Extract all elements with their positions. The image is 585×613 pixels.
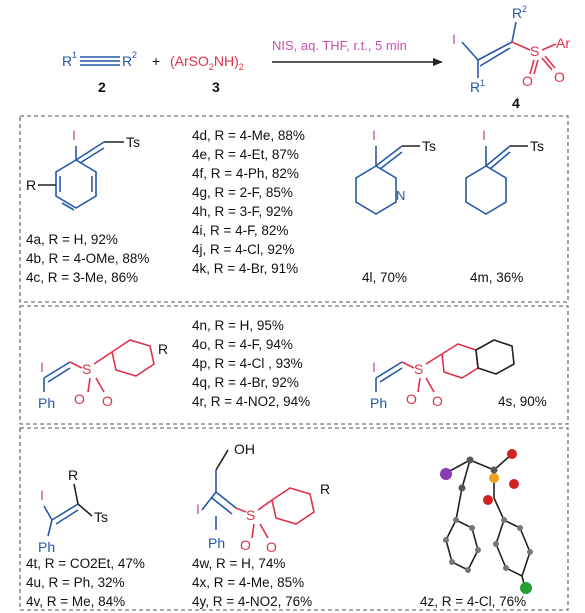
svg-text:4r, R = 4-NO2, 94%: 4r, R = 4-NO2, 94% (192, 394, 310, 409)
plus-sign: + (152, 53, 160, 69)
alkyne-r1-sup: 1 (72, 50, 77, 60)
list-4d-4k: 4d, R = 4-Me, 88% 4e, R = 4-Et, 87% 4f, … (192, 128, 305, 276)
structure-4m: I Ts 4m, 36% (465, 127, 544, 285)
product-iodine: I (452, 31, 456, 47)
svg-text:Ts: Ts (422, 138, 436, 154)
svg-text:I: I (40, 359, 44, 375)
svg-text:S: S (246, 507, 255, 523)
svg-text:R: R (26, 177, 36, 193)
svg-text:4u, R = Ph, 32%: 4u, R = Ph, 32% (26, 575, 125, 590)
iodine-atom (440, 468, 452, 480)
svg-text:4i, R = 4-F, 82%: 4i, R = 4-F, 82% (192, 223, 288, 238)
svg-text:4j, R = 4-Cl, 92%: 4j, R = 4-Cl, 92% (192, 242, 294, 257)
svg-text:S: S (414, 361, 423, 377)
svg-text:Ts: Ts (530, 138, 544, 154)
svg-text:4p, R = 4-Cl , 93%: 4p, R = 4-Cl , 93% (192, 356, 303, 371)
alkyne-r2-sup: 2 (132, 50, 137, 60)
structure-4n-r: I Ph S O O R (38, 339, 168, 411)
svg-text:S: S (82, 361, 91, 377)
list-4a-4c: 4a, R = H, 92% 4b, R = 4-OMe, 88% 4c, R … (26, 232, 149, 285)
svg-text:Ph: Ph (38, 539, 55, 555)
svg-text:4y, R = 4-NO2, 76%: 4y, R = 4-NO2, 76% (192, 594, 312, 609)
svg-text:4q, R = 4-Br, 92%: 4q, R = 4-Br, 92% (192, 375, 299, 390)
svg-text:I: I (372, 359, 376, 375)
product-label: 4 (512, 95, 520, 111)
svg-text:4k, R = 4-Br, 91%: 4k, R = 4-Br, 91% (192, 261, 298, 276)
svg-text:4x, R = 4-Me, 85%: 4x, R = 4-Me, 85% (192, 575, 304, 590)
label-4z: 4z, R = 4-Cl, 76% (420, 594, 526, 609)
svg-text:Ts: Ts (94, 509, 108, 525)
reaction-equation: R 1 R 2 2 + (ArSO2NH)2 3 NIS, aq. THF, r… (62, 4, 570, 111)
svg-text:O: O (406, 391, 417, 407)
box-sulfonyl-variation (19, 305, 569, 425)
structure-4s: I Ph S O O 4s, 90% (370, 339, 547, 411)
ts-label: Ts (126, 134, 140, 150)
svg-text:I: I (372, 127, 376, 143)
svg-text:4f, R = 4-Ph, 82%: 4f, R = 4-Ph, 82% (192, 166, 299, 181)
svg-text:OH: OH (234, 441, 255, 457)
product-r1: R (470, 79, 480, 95)
svg-text:O: O (102, 393, 113, 409)
svg-text:4g, R = 2-F, 85%: 4g, R = 2-F, 85% (192, 185, 293, 200)
alkyne-label: 2 (98, 79, 106, 95)
svg-text:4o, R = 4-F, 94%: 4o, R = 4-F, 94% (192, 337, 293, 352)
box-aryl-alkynes (19, 115, 569, 303)
svg-text:4w, R = H, 74%: 4w, R = H, 74% (192, 556, 285, 571)
svg-text:R: R (320, 481, 330, 497)
product-sulfur: S (530, 43, 539, 59)
svg-text:R: R (68, 467, 78, 483)
svg-text:4d, R = 4-Me, 88%: 4d, R = 4-Me, 88% (192, 128, 305, 143)
reaction-conditions: NIS, aq. THF, r.t., 5 min (272, 38, 407, 53)
structure-4l: I Ts N 4l, 70% (355, 127, 436, 285)
svg-text:O: O (432, 393, 443, 409)
product-ar: Ar (556, 35, 570, 51)
label-4s: 4s, 90% (498, 394, 547, 409)
svg-text:4h, R = 3-F, 92%: 4h, R = 3-F, 92% (192, 204, 293, 219)
svg-text:4v, R = Me, 84%: 4v, R = Me, 84% (26, 594, 125, 609)
alkyne-r1: R (62, 53, 72, 69)
svg-text:O: O (74, 391, 85, 407)
svg-text:O: O (266, 539, 277, 555)
svg-text:4t, R = CO2Et, 47%: 4t, R = CO2Et, 47% (26, 556, 145, 571)
structure-4t-v: I R Ts Ph (38, 467, 108, 555)
structure-4a-c: I Ts R (26, 127, 140, 211)
chlorine-atom (520, 582, 532, 594)
svg-text:N: N (396, 188, 405, 203)
svg-text:O: O (554, 69, 565, 85)
label-4l: 4l, 70% (362, 270, 407, 285)
list-4w-4y: 4w, R = H, 74% 4x, R = 4-Me, 85% 4y, R =… (192, 556, 312, 609)
svg-text:I: I (72, 127, 76, 143)
svg-text:Ph: Ph (38, 395, 55, 411)
svg-text:4b, R = 4-OMe, 88%: 4b, R = 4-OMe, 88% (26, 251, 149, 266)
svg-text:1: 1 (480, 78, 485, 88)
svg-text:O: O (522, 73, 533, 89)
alkyne-r2: R (122, 53, 132, 69)
svg-text:I: I (482, 127, 486, 143)
svg-text:4c, R = 3-Me, 86%: 4c, R = 3-Me, 86% (26, 270, 138, 285)
crystal-structure-4z: 4z, R = 4-Cl, 76% (420, 449, 533, 609)
svg-text:2: 2 (522, 4, 527, 14)
label-4m: 4m, 36% (470, 270, 523, 285)
list-4t-4v: 4t, R = CO2Et, 47% 4u, R = Ph, 32% 4v, R… (26, 556, 145, 609)
svg-text:O: O (240, 537, 251, 553)
svg-text:4n, R = H, 95%: 4n, R = H, 95% (192, 318, 284, 333)
structure-4w-y: OH I Ph S O O R (196, 441, 330, 555)
list-4n-4r: 4n, R = H, 95% 4o, R = 4-F, 94% 4p, R = … (192, 318, 310, 409)
product-r2: R (512, 5, 522, 21)
svg-text:Ph: Ph (370, 395, 387, 411)
sulfur-atom (489, 473, 499, 483)
sulfonamide-formula: (ArSO2NH)2 (170, 53, 244, 72)
svg-text:I: I (40, 487, 44, 503)
svg-text:R: R (158, 341, 168, 357)
svg-text:4e, R = 4-Et, 87%: 4e, R = 4-Et, 87% (192, 147, 299, 162)
sulfonamide-label: 3 (212, 79, 220, 95)
box-substituted-alkenes (19, 427, 569, 611)
svg-text:I: I (196, 501, 200, 517)
svg-text:4a, R = H, 92%: 4a, R = H, 92% (26, 232, 118, 247)
svg-text:Ph: Ph (208, 535, 225, 551)
